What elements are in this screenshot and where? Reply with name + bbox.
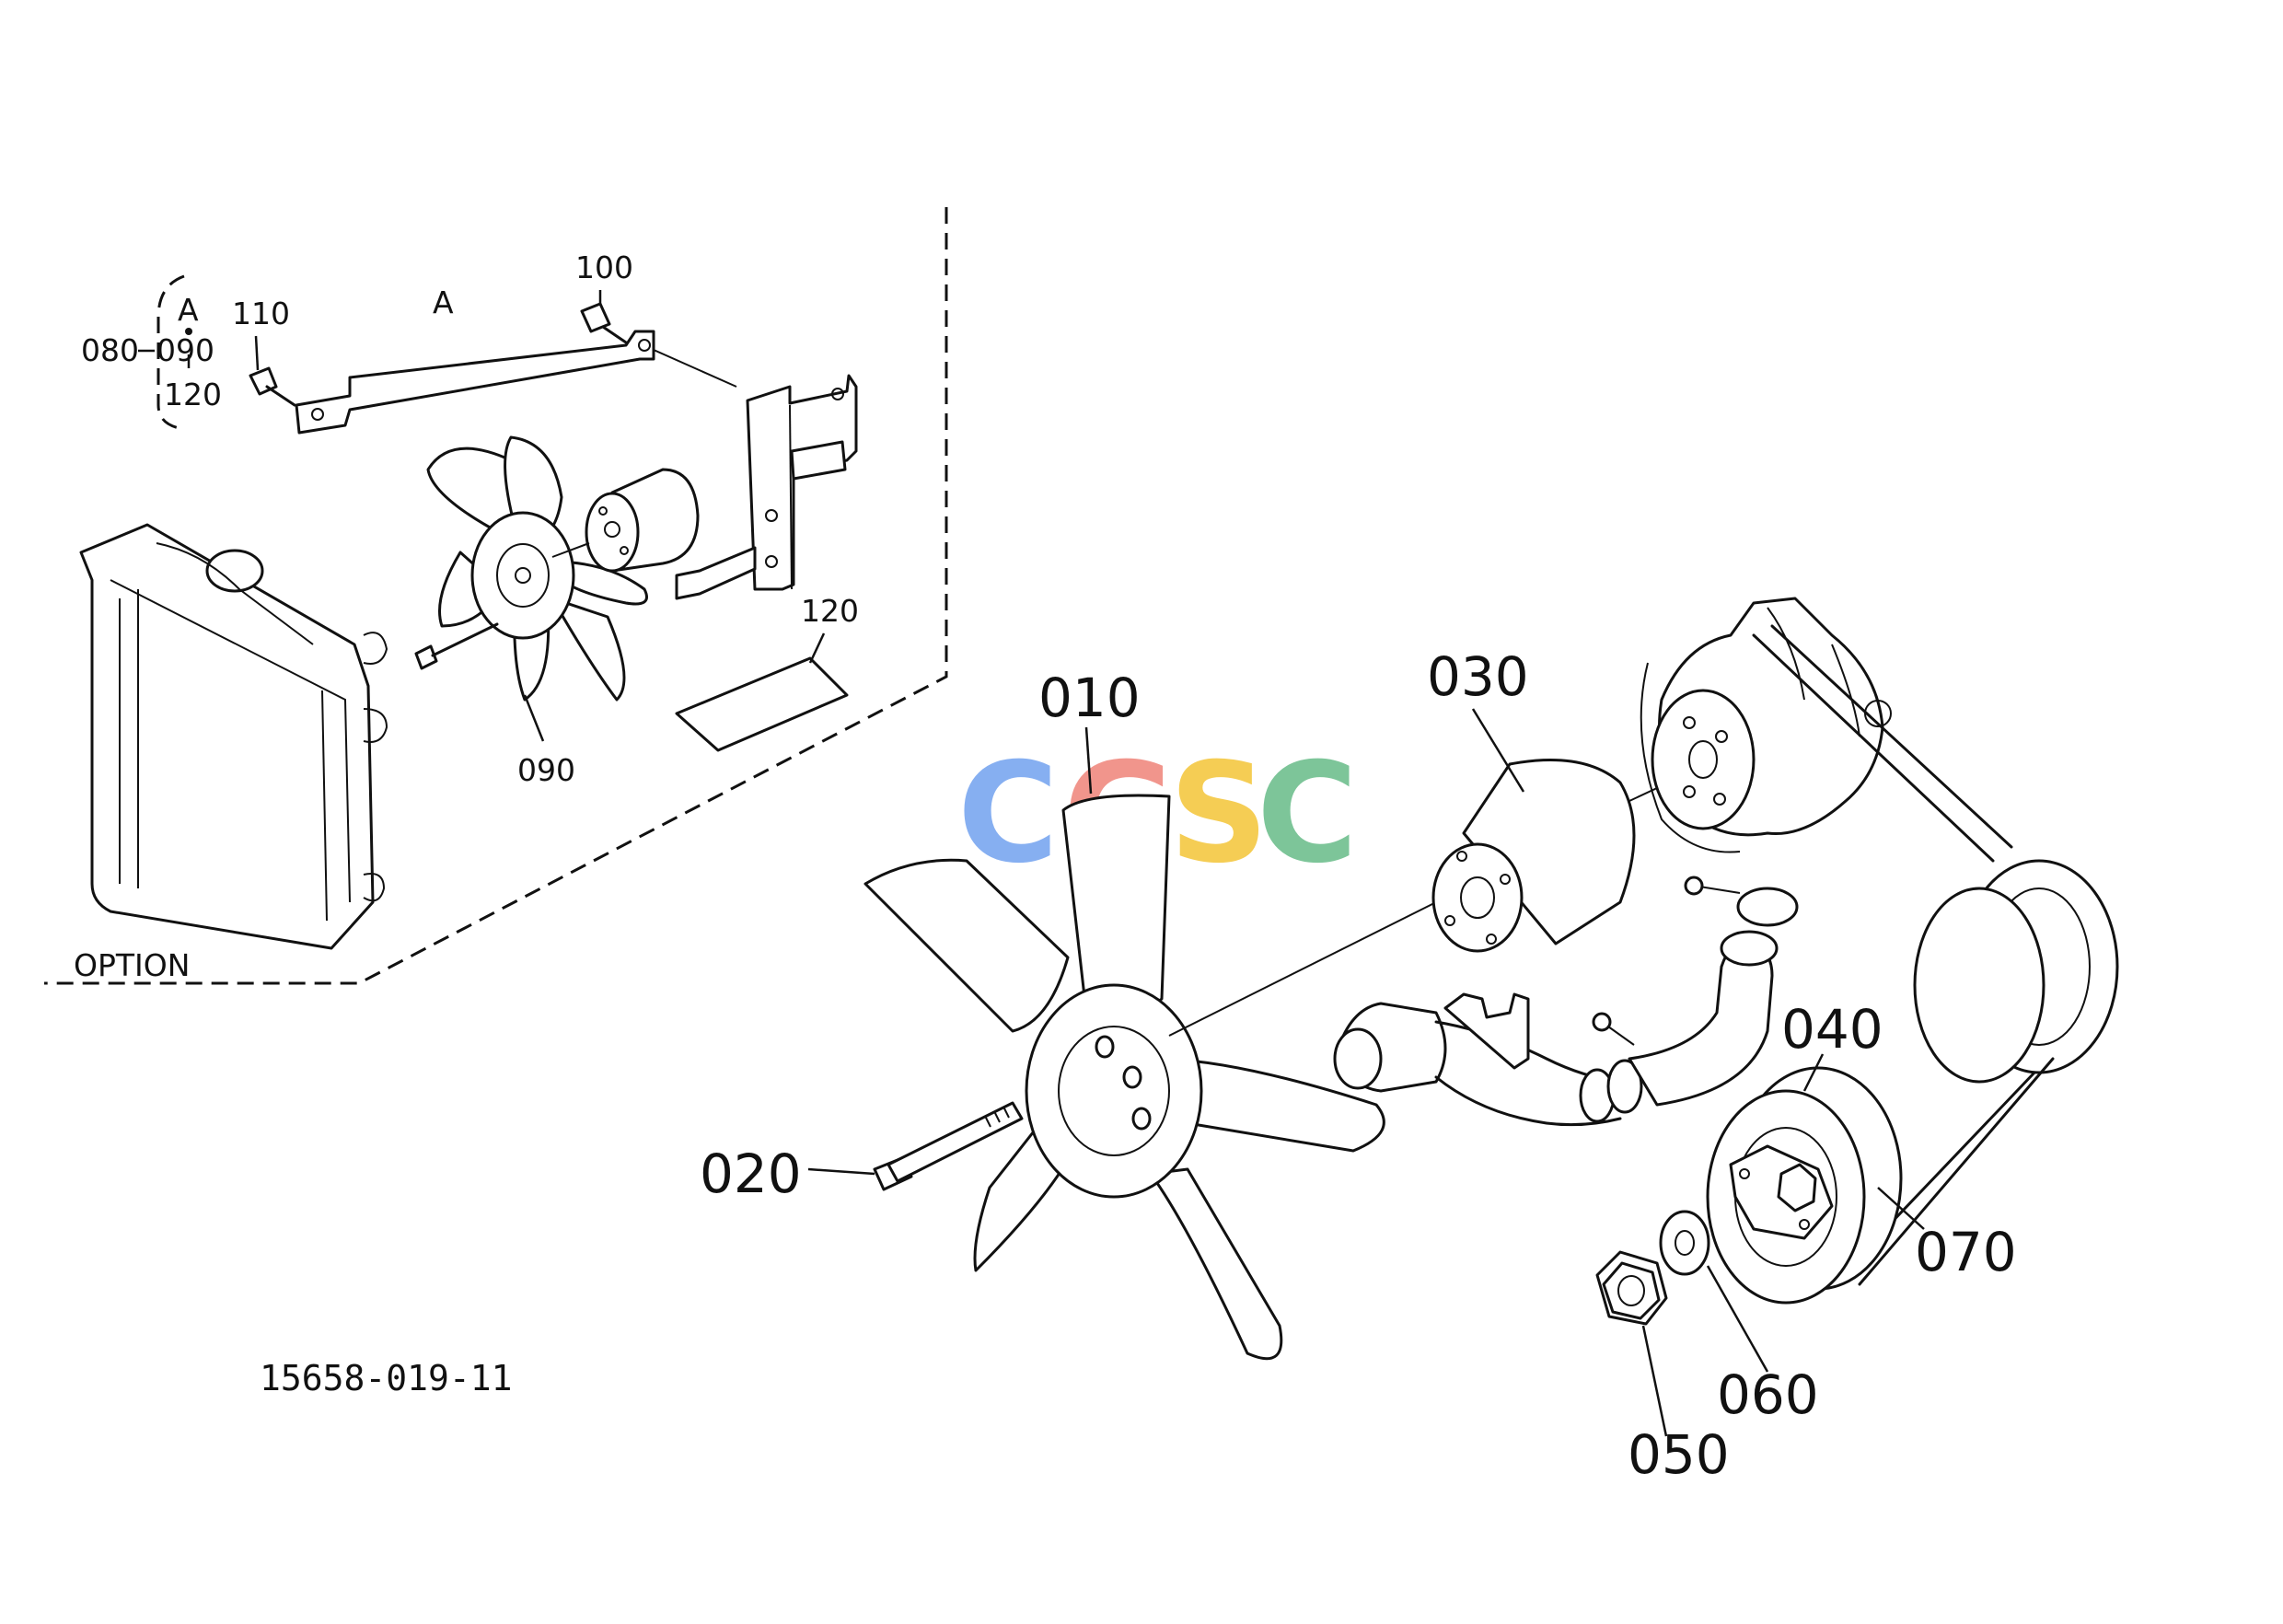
callout-090: 090: [517, 752, 575, 788]
water-pump-pulley: [1640, 597, 1892, 853]
crank-pulley-040: [1706, 1066, 1903, 1305]
watermark-letter-4: C: [1257, 734, 1358, 894]
callouts: 010 020 030 040 050 060 070 090 100 110 …: [74, 249, 2017, 1486]
screw-110: [249, 366, 296, 407]
bolt-020: [873, 1101, 1024, 1191]
large-fan-010: [863, 794, 1437, 1361]
option-label: OPTION: [74, 947, 190, 983]
radiator: [79, 523, 388, 950]
callout-110: 110: [232, 296, 290, 331]
group-marker-a: A: [178, 292, 199, 328]
washer-060: [1659, 1210, 1710, 1276]
callout-040: 040: [1781, 998, 1883, 1061]
callout-070: 070: [1915, 1221, 2017, 1283]
hose-assembly: [1333, 876, 1799, 1127]
spacer-030: [1431, 759, 1699, 953]
decal-120: [675, 632, 849, 752]
callout-120: 120: [801, 593, 859, 629]
option-boundary: [44, 207, 948, 985]
mount-bracket: [675, 374, 858, 600]
bracket-a: [295, 330, 737, 435]
callout-020: 020: [700, 1143, 802, 1205]
group-label-090: 090: [156, 332, 214, 368]
alternator-pulley: [1913, 859, 2119, 1084]
group-label-120: 120: [164, 377, 222, 412]
callout-030: 030: [1427, 645, 1529, 708]
group-marker-dot: [185, 328, 192, 335]
group-label-080: 080: [81, 332, 139, 368]
reference-number: 15658-019-11: [260, 1358, 513, 1398]
nut-050: [1595, 1250, 1668, 1326]
leader-lines: [187, 290, 1925, 1437]
small-fan-bolt: [414, 622, 499, 670]
callout-010: 010: [1038, 667, 1141, 729]
callout-100: 100: [575, 249, 633, 285]
screw-100: [580, 302, 628, 344]
callout-050: 050: [1628, 1423, 1730, 1486]
small-spacer: [551, 468, 700, 573]
callout-060: 060: [1717, 1363, 1819, 1426]
watermark-letter-3: S: [1169, 734, 1269, 894]
small-fan-090: [426, 435, 648, 702]
callout-a-bracket: A: [433, 284, 454, 320]
